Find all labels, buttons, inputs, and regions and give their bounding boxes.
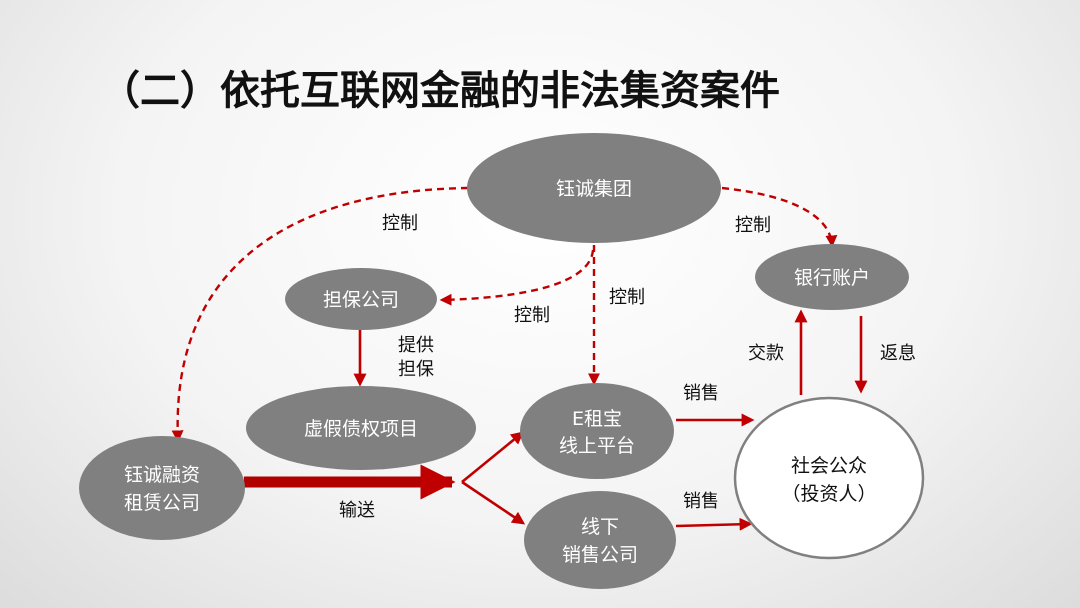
node-bank: 银行账户 [755,244,909,310]
node-ezubao: E租宝 线上平台 [520,383,674,479]
label-provide-guarantee-1: 提供 [398,335,434,356]
node-guarantee-label: 担保公司 [323,289,399,311]
node-leasing: 钰诚融资 租赁公司 [79,436,245,540]
node-offline: 线下 销售公司 [524,491,676,589]
label-return-interest: 返息 [880,343,916,364]
label-sell-offline: 销售 [683,491,719,512]
node-guarantee: 担保公司 [285,268,437,330]
node-fake-debt-label: 虚假债权项目 [304,418,418,440]
node-leasing-label-2: 租赁公司 [124,492,200,514]
node-group-label: 钰诚集团 [556,178,632,200]
node-public: 社会公众 （投资人） [733,396,925,560]
node-offline-label-2: 销售公司 [562,544,638,566]
node-ezubao-label-2: 线上平台 [559,435,635,457]
edge-split-to-ezubao [461,431,525,484]
node-public-label-2: （投资人） [781,483,876,505]
node-public-label-1: 社会公众 [791,455,867,477]
label-control-guarantee: 控制 [514,305,550,326]
label-control-left: 控制 [382,213,418,234]
page-title: （二）依托互联网金融的非法集资案件 [100,68,780,114]
node-fake-debt: 虚假债权项目 [246,386,476,470]
label-control-bank: 控制 [735,215,771,236]
edge-offline-to-public [675,517,753,531]
node-offline-label-1: 线下 [581,516,619,538]
node-group: 钰诚集团 [467,133,721,243]
label-provide-guarantee-2: 担保 [398,359,434,380]
edge-group-to-guarantee [439,249,595,306]
node-ezubao-label-1: E租宝 [572,408,622,430]
edge-split-to-offline [461,480,526,525]
label-sell-online: 销售 [683,383,719,404]
label-control-ezubao: 控制 [609,287,645,308]
node-leasing-label-1: 钰诚融资 [124,464,200,486]
edge-group-to-bank [721,186,838,248]
label-pay: 交款 [748,343,784,364]
node-bank-label: 银行账户 [794,267,870,289]
edge-group-to-leasing [171,186,469,443]
label-transport: 输送 [339,500,375,521]
